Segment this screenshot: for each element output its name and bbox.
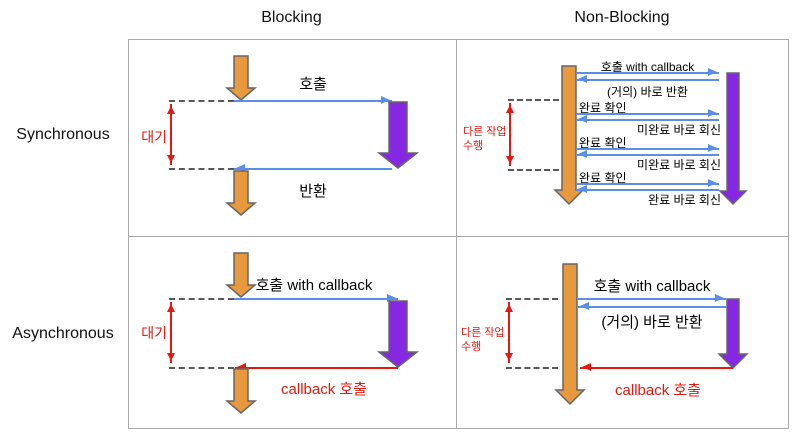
column-header-blocking: Blocking bbox=[261, 9, 322, 26]
caller-flow-arrow-icon bbox=[554, 263, 586, 406]
other-work-line2: 수행 bbox=[463, 140, 484, 152]
column-header-non-blocking: Non-Blocking bbox=[574, 9, 670, 26]
call-arrow bbox=[234, 96, 392, 104]
check2-label: 완료 확인 bbox=[579, 136, 627, 150]
call-label: 호출 with callback bbox=[600, 60, 695, 74]
wait-span-arrow bbox=[167, 302, 175, 363]
callee-work-arrow-icon bbox=[376, 101, 420, 169]
other-work-bottom-dashed-line bbox=[506, 367, 558, 369]
callback-label: callback 호출 bbox=[281, 381, 367, 398]
check3-label: 완료 확인 bbox=[579, 171, 627, 185]
call-arrow bbox=[576, 68, 719, 76]
immediate-return-label: (거의) 바로 반환 bbox=[601, 314, 703, 331]
other-work-top-dashed-line bbox=[506, 298, 558, 300]
call-arrow bbox=[234, 294, 398, 302]
cell-sync-nonblocking: 호출 with callback (거의) 바로 반환 완료 확인 미완료 바로… bbox=[456, 40, 790, 236]
wait-label: 대기 bbox=[141, 325, 167, 341]
callback-arrow bbox=[235, 363, 398, 371]
callback-arrow bbox=[580, 363, 733, 371]
other-work-span-arrow bbox=[505, 302, 513, 363]
caller-resume-arrow-icon bbox=[224, 368, 258, 414]
wait-label: 대기 bbox=[141, 129, 167, 145]
callee-flow-arrow-icon bbox=[718, 72, 748, 206]
row-header-asynchronous: Asynchronous bbox=[12, 325, 114, 342]
diagram-grid: 호출 반환 대기 호출 with callback (거의) 바 bbox=[128, 39, 789, 429]
other-work-bottom-dashed-line bbox=[508, 169, 559, 171]
other-work-line2: 수행 bbox=[461, 341, 482, 353]
call-label: 호출 with callback bbox=[593, 278, 711, 295]
reply2-arrow bbox=[576, 150, 719, 158]
call-label: 호출 bbox=[299, 76, 327, 93]
return-arrow bbox=[234, 164, 392, 172]
callee-work-arrow-icon bbox=[717, 298, 749, 370]
caller-enter-arrow-icon bbox=[224, 55, 258, 101]
reply1-arrow bbox=[576, 115, 719, 123]
callback-label: callback 호출 bbox=[615, 382, 701, 399]
caller-resume-arrow-icon bbox=[224, 170, 258, 216]
immediate-return-label: (거의) 바로 반환 bbox=[607, 85, 688, 99]
other-work-label: 다른 작업 수행 bbox=[461, 326, 505, 354]
check1-label: 완료 확인 bbox=[579, 101, 627, 115]
cell-async-nonblocking: 호출 with callback (거의) 바로 반환 callback 호출 … bbox=[456, 236, 790, 430]
return-label: 반환 bbox=[299, 183, 327, 200]
call-arrow bbox=[578, 294, 726, 302]
wait-bottom-dashed-line bbox=[169, 367, 234, 369]
immediate-return-arrow bbox=[576, 75, 719, 83]
wait-span-arrow bbox=[167, 104, 175, 165]
call-label: 호출 with callback bbox=[255, 277, 373, 294]
callee-work-arrow-icon bbox=[376, 300, 420, 368]
wait-top-dashed-line bbox=[169, 100, 234, 102]
cell-async-blocking: 호출 with callback callback 호출 대기 bbox=[129, 236, 456, 430]
check1-arrow bbox=[576, 109, 719, 117]
check2-arrow bbox=[576, 144, 719, 152]
grid-horizontal-divider bbox=[129, 236, 788, 237]
wait-bottom-dashed-line bbox=[169, 168, 234, 170]
grid-vertical-divider bbox=[456, 40, 457, 428]
final-reply-arrow bbox=[576, 185, 719, 193]
other-work-line1: 다른 작업 bbox=[463, 126, 507, 138]
row-header-synchronous: Synchronous bbox=[16, 126, 110, 143]
caller-flow-arrow-icon bbox=[553, 65, 585, 206]
cell-sync-blocking: 호출 반환 대기 bbox=[129, 40, 456, 236]
other-work-span-arrow bbox=[506, 103, 514, 166]
other-work-label: 다른 작업 수행 bbox=[463, 125, 507, 153]
other-work-line1: 다른 작업 bbox=[461, 327, 505, 339]
reply1-label: 미완료 바로 회신 bbox=[637, 123, 721, 137]
other-work-top-dashed-line bbox=[508, 99, 559, 101]
immediate-return-arrow bbox=[578, 302, 726, 310]
caller-enter-arrow-icon bbox=[224, 252, 258, 298]
final-reply-label: 완료 바로 회신 bbox=[648, 193, 721, 207]
reply2-label: 미완료 바로 회신 bbox=[637, 158, 721, 172]
check3-arrow bbox=[576, 179, 719, 187]
wait-top-dashed-line bbox=[169, 298, 234, 300]
